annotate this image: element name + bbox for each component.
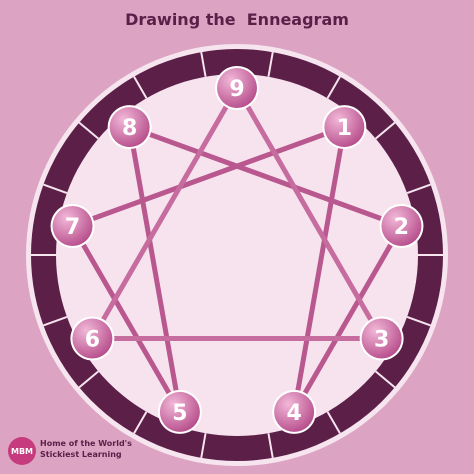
ring-tick-marks	[31, 51, 443, 459]
ring-tick	[326, 411, 341, 434]
point-5-circle	[159, 391, 200, 432]
point-6-label: 6	[85, 328, 100, 353]
point-2-label: 2	[394, 215, 409, 240]
point-3: 3	[359, 316, 404, 361]
line-6-9	[89, 85, 240, 341]
inner-circle	[56, 74, 418, 436]
ring-tick	[267, 51, 274, 77]
ring-tick	[133, 76, 148, 99]
ring-tick	[200, 433, 207, 459]
line-4-2	[291, 223, 404, 415]
ring-tick	[78, 370, 99, 389]
point-7-label: 7	[65, 215, 80, 240]
ring-tick	[326, 76, 341, 99]
line-2-8	[127, 124, 404, 229]
line-5-7	[70, 223, 183, 415]
line-1-4	[291, 124, 347, 415]
point-8: 8	[107, 105, 152, 150]
tagline-line-2: Stickiest Learning	[40, 450, 122, 459]
point-4: 4	[272, 389, 317, 434]
ring-tick	[406, 315, 431, 327]
point-2: 2	[379, 204, 424, 249]
ring-tick	[267, 433, 274, 459]
point-2-circle	[381, 206, 422, 247]
tagline-line-1: Home of the World's	[40, 439, 132, 448]
tagline: Home of the World's Stickiest Learning	[40, 438, 160, 460]
line-8-5	[127, 124, 183, 415]
connection-lines	[70, 85, 404, 415]
ring-tick	[375, 370, 396, 389]
mbm-logo: MBM	[8, 437, 36, 465]
point-1-label: 1	[337, 116, 352, 141]
ring-tick	[200, 51, 207, 77]
point-5-label: 5	[172, 401, 187, 426]
point-nodes: 9 1 2 3 4 5 6 7 8	[50, 66, 424, 434]
point-9-label: 9	[229, 77, 244, 102]
ring-tick	[133, 411, 148, 434]
ring-tick	[43, 315, 68, 327]
point-8-circle	[109, 107, 150, 148]
point-1: 1	[322, 105, 367, 150]
point-9-circle	[217, 68, 257, 108]
ring-tick	[375, 121, 396, 140]
point-8-label: 8	[122, 116, 137, 141]
point-6-circle	[72, 318, 113, 359]
point-3-label: 3	[374, 328, 389, 353]
point-5: 5	[157, 389, 202, 434]
ring-tick	[78, 121, 99, 140]
point-9: 9	[215, 66, 259, 110]
point-4-circle	[274, 391, 315, 432]
point-4-label: 4	[286, 401, 301, 426]
line-7-1	[70, 124, 347, 229]
line-9-3	[234, 85, 385, 341]
point-7: 7	[50, 204, 95, 249]
ring-tick	[406, 183, 431, 195]
point-7-circle	[52, 206, 93, 247]
point-6: 6	[70, 316, 115, 361]
ring-tick	[43, 183, 68, 195]
point-1-circle	[324, 107, 365, 148]
point-3-circle	[361, 318, 402, 359]
page-title: Drawing the Enneagram	[125, 10, 349, 29]
